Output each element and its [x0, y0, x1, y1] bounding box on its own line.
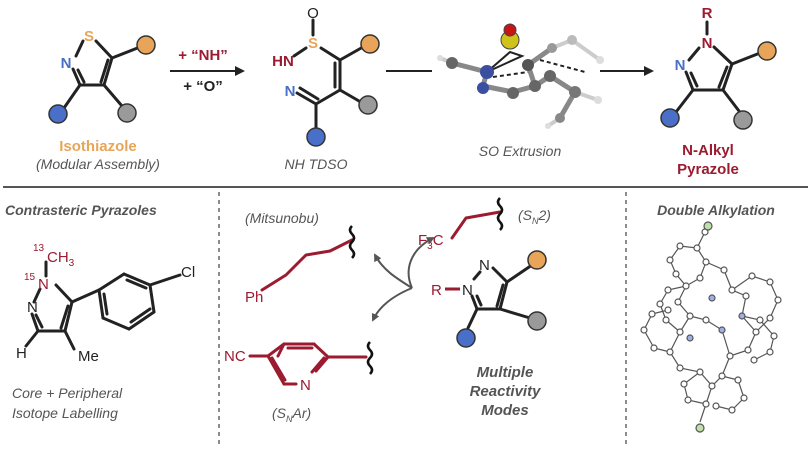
n-label: N [27, 299, 38, 316]
gray-substituent [733, 110, 753, 130]
modes-label-line1: Multiple [477, 364, 534, 381]
curved-arrow-up-right [407, 237, 435, 289]
iso15-label: 15 [24, 272, 36, 283]
tdso-oxygen: O [307, 5, 319, 22]
orange-substituent [136, 35, 156, 55]
pyrazole-r-group: R [702, 5, 713, 22]
gray-substituent [117, 103, 137, 123]
tdso-n: N [285, 83, 296, 100]
blue-substituent [456, 328, 476, 348]
orange-substituent [757, 41, 777, 61]
pyrazole-title-line2: Pyrazole [677, 161, 739, 178]
pyrazole-title-line1: N-Alkyl [682, 142, 734, 159]
snar-label: (SNAr) [272, 405, 311, 424]
me-label: Me [78, 348, 99, 365]
double-alkylation-title: Double Alkylation [657, 202, 775, 218]
nc-label: NC [224, 348, 246, 365]
crystal-structure [640, 221, 782, 433]
ph-label: Ph [245, 289, 263, 306]
mitsunobu-label: (Mitsunobu) [245, 210, 319, 226]
curved-arrow-up-left [374, 253, 413, 289]
gray-substituent [527, 311, 547, 331]
h-label: H [16, 345, 27, 362]
ch3-label: CH3 [47, 249, 75, 269]
gray-substituent [358, 95, 378, 115]
isothiazole-sulfur: S [84, 28, 94, 45]
tdso-label: NH TDSO [285, 156, 348, 172]
reagent-o: + “O” [183, 78, 223, 95]
cyanopyridine-group: NC N [224, 341, 374, 394]
transition-state-model [437, 23, 604, 129]
curved-arrow-down [371, 287, 413, 322]
reactivity-pyrazole: R N N [431, 250, 547, 348]
pyridine-n-label: N [300, 377, 311, 394]
contrasteric-pyrazole-structure: 13 CH3 15 N N H Me Cl [16, 243, 195, 365]
f3c-label: F3C [418, 232, 444, 252]
pyrazole-structure: R N N [660, 5, 777, 130]
pyrazole-n2: N [675, 57, 686, 74]
isothiazole-nitrogen: N [61, 55, 72, 72]
n15-label: N [38, 276, 49, 293]
contrasteric-caption-2: Isotope Labelling [12, 405, 118, 421]
isothiazole-subtitle: (Modular Assembly) [36, 156, 160, 172]
isothiazole-structure: S N [48, 28, 156, 124]
tdso-sulfur: S [308, 35, 318, 52]
cl-label: Cl [181, 264, 195, 281]
orange-substituent [527, 250, 547, 270]
blue-substituent [306, 127, 326, 147]
blue-substituent [48, 104, 68, 124]
r-label: R [431, 282, 442, 299]
pyrazole-n1: N [702, 35, 713, 52]
trifluoroethyl-group: F3C [418, 197, 504, 252]
tdso-structure: O S HN N [272, 5, 380, 147]
contrasteric-caption-1: Core + Peripheral [12, 385, 123, 401]
blue-substituent [660, 108, 680, 128]
orange-substituent [360, 34, 380, 54]
modes-label-line2: Reactivity [470, 383, 542, 400]
n1-label: N [462, 282, 473, 299]
iso13-label: 13 [33, 243, 45, 254]
isothiazole-title: Isothiazole [59, 138, 137, 155]
sn2-label: (SN2) [518, 207, 551, 226]
contrasteric-title: Contrasteric Pyrazoles [5, 202, 157, 218]
reagent-nh: + “NH” [178, 47, 228, 64]
modes-label-line3: Modes [481, 402, 529, 419]
n2-label: N [479, 257, 490, 274]
phenylpropyl-group: Ph [245, 225, 356, 306]
tdso-hn: HN [272, 53, 294, 70]
extrusion-label: SO Extrusion [479, 143, 562, 159]
